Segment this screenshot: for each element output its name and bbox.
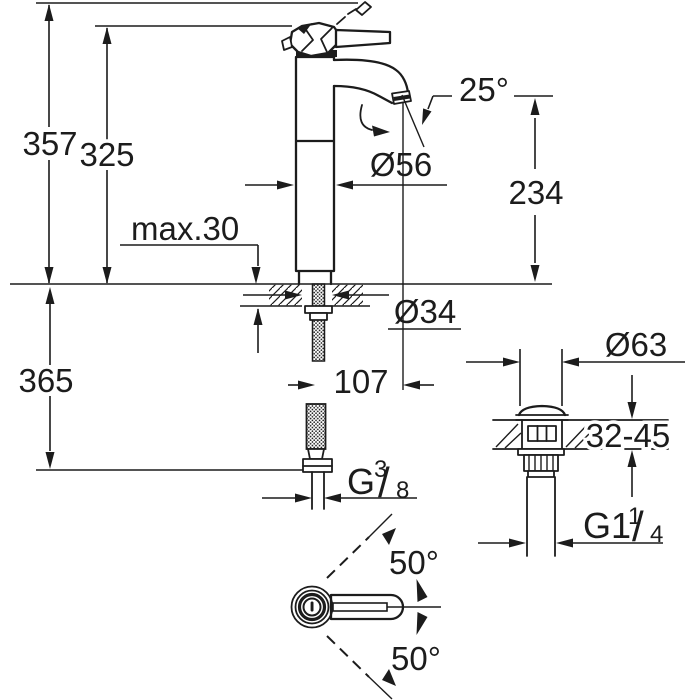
label-325: 325: [79, 136, 134, 173]
label-g38-num: 3: [374, 456, 387, 483]
dim-o56: Ø56: [245, 143, 447, 190]
label-max30: max.30: [131, 210, 239, 247]
label-3245: 32-45: [586, 417, 670, 454]
dim-o34: Ø34: [243, 290, 461, 334]
drain-barrel: [521, 419, 563, 450]
mounting-washer: [304, 305, 333, 314]
reference-lines: [10, 2, 552, 471]
dim-g38: G 3 / 8: [262, 456, 417, 506]
label-107: 107: [333, 363, 388, 400]
drain-view: [492, 349, 669, 557]
dim-107: 107: [288, 360, 434, 404]
threaded-shank: [311, 283, 326, 362]
dim-357: 357: [19, 4, 81, 284]
dim-50-lower: 50°: [326, 635, 441, 700]
label-o63: Ø63: [605, 326, 667, 363]
label-25deg: 25°: [459, 71, 509, 108]
dim-o63: Ø63: [466, 323, 685, 367]
spout-bottom: [332, 84, 394, 105]
label-50-lower: 50°: [391, 640, 441, 677]
dim-325: 325: [76, 27, 138, 284]
dim-3245: 32-45: [582, 375, 674, 497]
hose-pipe-end: [311, 471, 325, 510]
label-357: 357: [22, 125, 77, 162]
spray-angle-line: [401, 94, 425, 148]
label-g114-num: 1: [628, 503, 641, 530]
braided-hose: [305, 403, 327, 450]
label-g114-base: G1: [583, 505, 631, 546]
drain-step: [527, 470, 555, 478]
drain-slots: [527, 425, 557, 442]
label-g38-den: 8: [396, 477, 409, 504]
label-g114-slash: /: [632, 503, 644, 550]
lever-top-outline: [329, 593, 405, 621]
lever-raised-tip: [355, 1, 372, 16]
dim-max30: max.30: [120, 210, 263, 353]
dim-g114: G1 1 / 4: [478, 503, 663, 550]
lever-raised-dashes: [336, 8, 357, 25]
faucet-body: [294, 55, 336, 286]
handle-pin: [310, 601, 314, 612]
mounting-nut: [309, 312, 328, 321]
label-234: 234: [508, 174, 563, 211]
label-o34: Ø34: [394, 293, 456, 330]
hose-collar: [307, 448, 325, 460]
drain-tailpipe: [526, 476, 556, 557]
label-g38-slash: /: [378, 459, 390, 506]
faucet-side-view: [281, 1, 412, 286]
spout-top: [332, 58, 410, 95]
lever-arm: [334, 28, 392, 49]
label-g114-den: 4: [650, 521, 663, 548]
label-50-upper: 50°: [389, 544, 439, 581]
dim-25deg: 25°: [401, 68, 553, 390]
water-flow-arrow: [359, 104, 373, 131]
label-365: 365: [18, 362, 73, 399]
dim-50-upper: 50°: [326, 513, 439, 581]
label-g38-base: G: [347, 461, 375, 502]
dim-365: 365: [15, 287, 77, 469]
handle-top-view: [290, 579, 441, 635]
label-o56: Ø56: [370, 146, 432, 183]
dim-234: 234: [505, 98, 567, 282]
drain-dome: [517, 404, 567, 417]
drain-counter-hatch: [495, 423, 590, 449]
deck-mounting: [269, 283, 363, 510]
